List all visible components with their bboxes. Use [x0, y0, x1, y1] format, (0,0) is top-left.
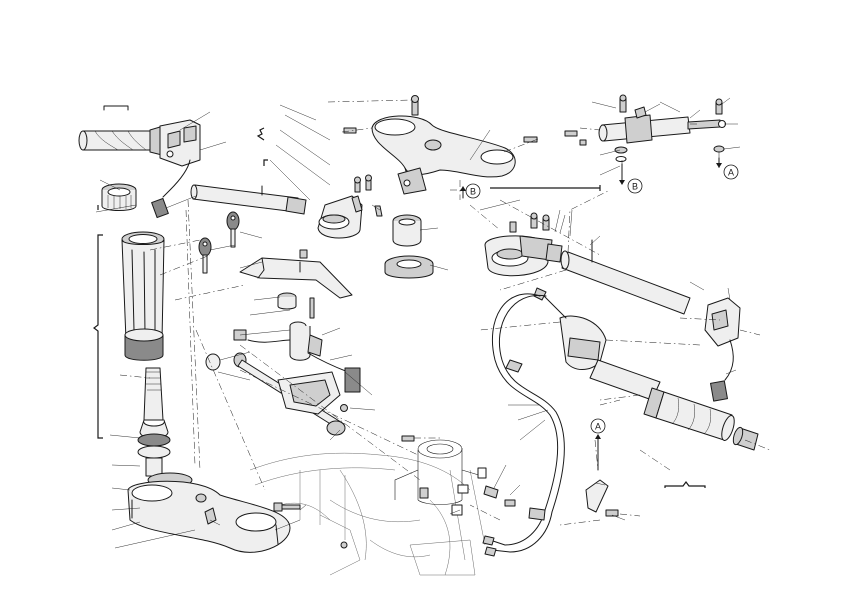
- ref-marker-b-damper: B: [619, 163, 643, 194]
- frame-phantom: [249, 452, 486, 576]
- steering-lock-shroud: [239, 249, 353, 299]
- steering-stem: [137, 367, 193, 488]
- small-bolts-bottom: [340, 435, 516, 549]
- ignition-bracket-bar: [205, 352, 348, 436]
- throttle-cables: [482, 293, 565, 557]
- group-brackets: [93, 127, 706, 488]
- left-clipon-clamp: [317, 195, 363, 239]
- bracket-left: [103, 105, 129, 111]
- leader-lines: [95, 97, 741, 549]
- left-switch-housing: [151, 119, 201, 219]
- left-handgrip: [78, 126, 163, 156]
- stem-washer: [384, 255, 434, 279]
- ref-label-b: B: [470, 187, 476, 197]
- right-handgrip: [643, 387, 759, 451]
- throttle-cage-left: [121, 231, 165, 361]
- steering-head-frame: [394, 439, 487, 516]
- cable-bracket: [585, 479, 619, 517]
- throttle-assembly: [533, 287, 661, 401]
- lower-triple-clamp: [127, 480, 291, 553]
- left-clipon-tube: [190, 184, 307, 215]
- ref-marker-a-top: A: [716, 157, 739, 180]
- top-clamp-bolts: [343, 95, 538, 143]
- ignition-key-2: [198, 237, 212, 274]
- ignition-key-1: [226, 211, 240, 248]
- ignition-lock: [233, 292, 361, 393]
- ref-marker-b-steering: B: [460, 183, 481, 199]
- steering-stem-nut: [392, 214, 422, 247]
- clamp-bolts-right: [509, 212, 550, 233]
- upper-triple-clamp: [371, 115, 516, 195]
- right-clipon-clamp: [484, 235, 563, 277]
- lower-clamp-bolts: [273, 502, 301, 512]
- ref-marker-a-bracket: A: [590, 418, 606, 471]
- right-switch-housing: [704, 297, 741, 402]
- assembly-lines: [119, 99, 771, 526]
- ref-label-a: A: [728, 168, 734, 178]
- right-clipon-tube: [560, 239, 691, 315]
- grip-ring: [101, 183, 137, 211]
- ref-label-a-2: A: [595, 422, 601, 432]
- clamp-bolts-left: [354, 174, 383, 217]
- ref-label-b-2: B: [632, 182, 638, 192]
- steering-damper: [564, 94, 726, 162]
